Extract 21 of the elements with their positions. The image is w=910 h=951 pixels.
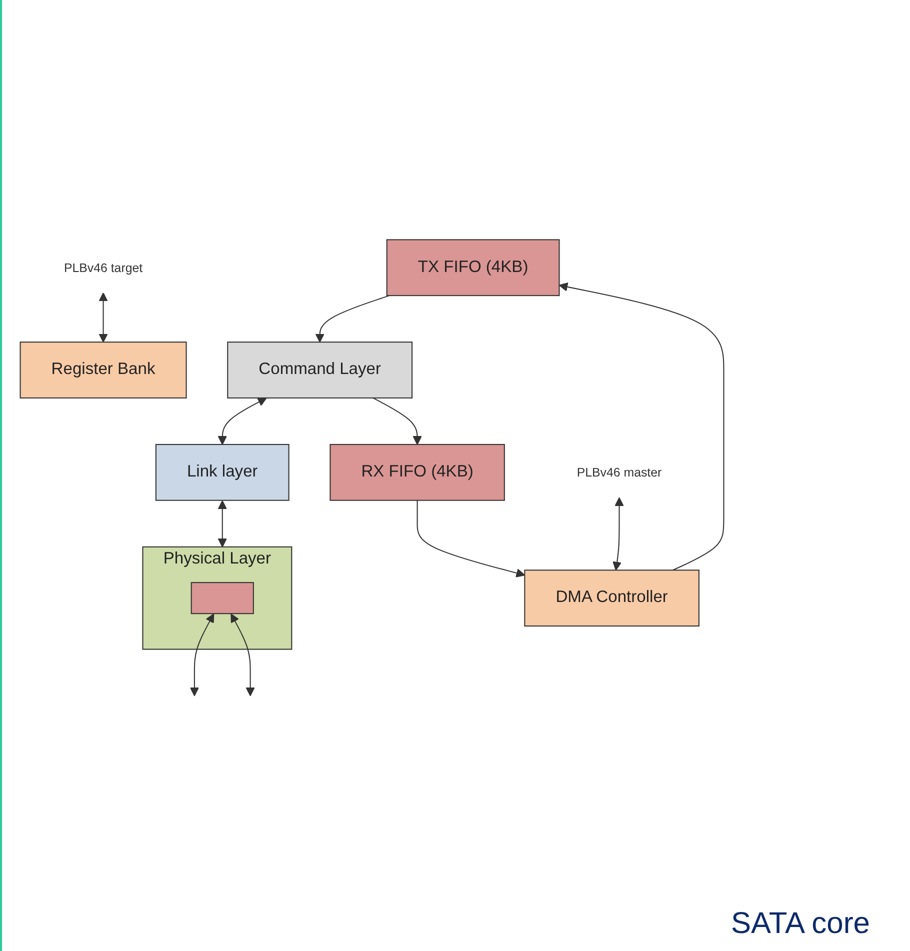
caption: SATA core: [731, 907, 870, 941]
arrow: [315, 295, 390, 342]
node-box: RX FIFO (4KB): [330, 444, 505, 501]
arrow: [98, 292, 108, 342]
arrow: [372, 397, 422, 445]
node-box: Link layer: [155, 444, 290, 501]
arrow: [230, 614, 255, 696]
node-box: DMA Controller: [524, 570, 700, 627]
arrow: [612, 497, 624, 571]
node-box: TX FIFO (4KB): [386, 239, 560, 296]
arrow: [190, 614, 214, 696]
node-box: [190, 582, 254, 614]
arrow: [416, 500, 526, 578]
cluster: Physical Layer: [142, 546, 292, 650]
node-box: Command Layer: [227, 342, 413, 398]
arrow: [558, 282, 724, 571]
node-box: Register Bank: [20, 342, 187, 398]
node-text: PLBv46 target: [64, 260, 143, 275]
arrow: [218, 398, 267, 445]
arrow: [218, 500, 227, 548]
node-text: PLBv46 master: [576, 465, 662, 480]
